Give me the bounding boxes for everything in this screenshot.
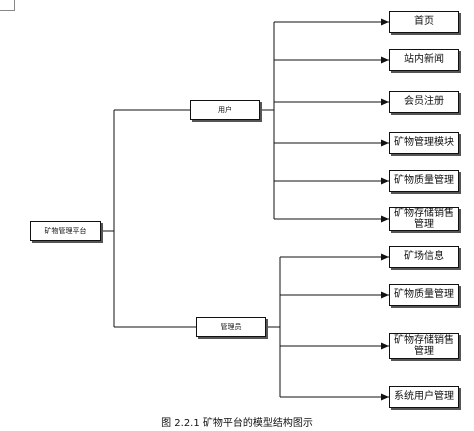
branch-node-admin: 管理员 — [196, 317, 266, 337]
leaf-node-mineral-management-module: 矿物管理模块 — [389, 132, 459, 154]
figure-caption: 图 2.2.1 矿物平台的模型结构图示 — [161, 418, 313, 429]
arrowhead — [381, 291, 389, 299]
branch-node-user: 用户 — [190, 100, 260, 120]
leaf-node-mineral-storage-sales-management: 矿物存储销售管理 — [389, 333, 459, 359]
leaf-node-mineral-storage-sales-management: 矿物存储销售管理 — [389, 207, 459, 231]
leaf-node-mineral-quality-management: 矿物质量管理 — [389, 284, 459, 306]
leaf-node-site-news: 站内新闻 — [389, 49, 459, 71]
page-corner-mark — [0, 0, 15, 11]
arrowhead — [381, 98, 389, 106]
arrowhead — [381, 253, 389, 261]
leaf-node-homepage: 首页 — [389, 11, 459, 33]
leaf-node-system-user-management: 系统用户管理 — [389, 386, 459, 408]
leaf-node-mineral-quality-management: 矿物质量管理 — [389, 170, 459, 192]
arrowhead — [381, 393, 389, 401]
leaf-node-member-registration: 会员注册 — [389, 91, 459, 113]
edge-admin-trunk — [266, 257, 281, 397]
arrowhead — [381, 215, 389, 223]
arrowhead — [381, 56, 389, 64]
arrowhead — [381, 177, 389, 185]
root-node: 矿物管理平台 — [30, 221, 101, 241]
arrowhead — [381, 139, 389, 147]
arrowhead — [381, 18, 389, 26]
edge-user-trunk — [260, 22, 275, 219]
leaf-node-mine-information: 矿场信息 — [389, 246, 459, 268]
arrowhead — [381, 342, 389, 350]
edge-root-trunk — [101, 110, 115, 327]
